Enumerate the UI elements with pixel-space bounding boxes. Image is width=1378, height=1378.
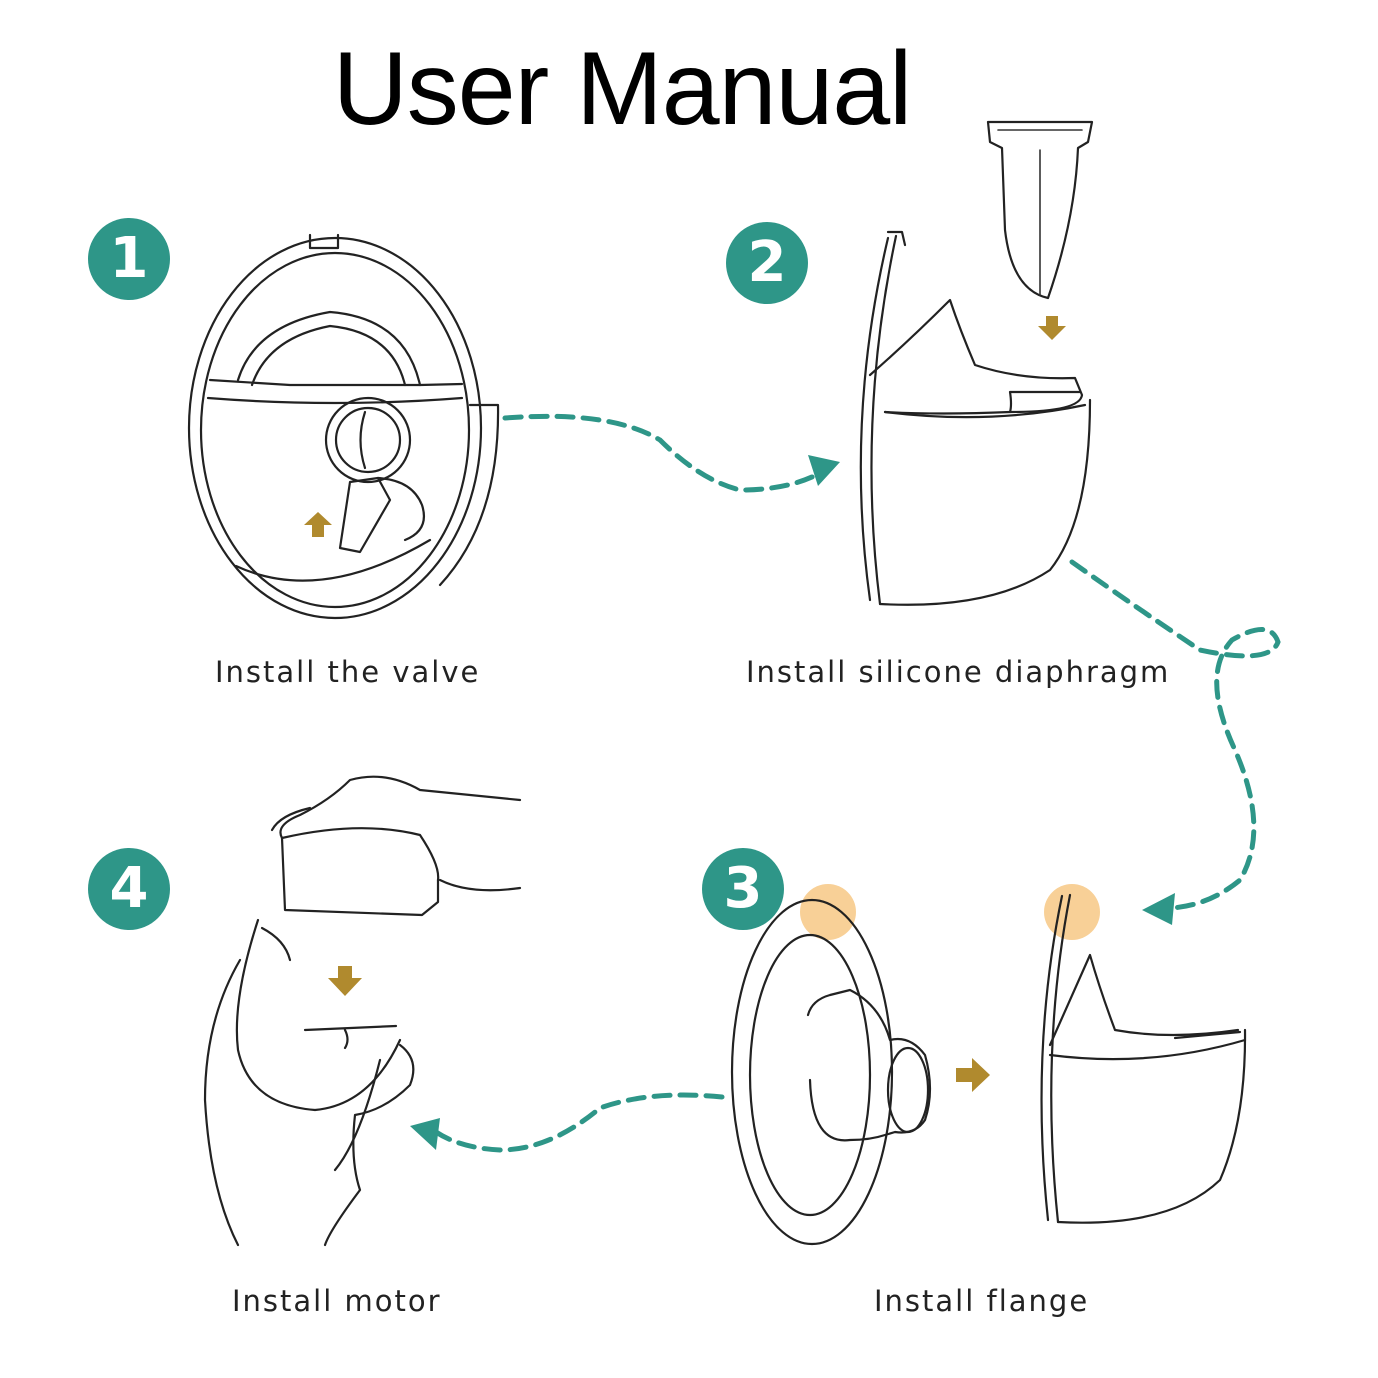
step3-caption: Install flange [874,1284,1090,1318]
step4-motor-drawing [203,775,522,1247]
step1-caption: Install the valve [215,655,481,689]
step3-flange-drawing [730,884,1247,1246]
flow-arrow-2-to-3 [1069,559,1281,911]
step2-caption: Install silicone diaphragm [746,655,1171,689]
arrowhead-3-to-4 [410,1118,440,1150]
step2-number-badge: 2 [726,222,808,304]
step4-number-badge: 4 [88,848,170,930]
step1-number-badge: 1 [88,218,170,300]
arrowhead-1-to-2 [808,455,840,486]
flow-arrows [410,413,1281,1153]
flow-arrow-1-to-2 [502,413,825,493]
page-title: User Manual [332,31,913,147]
step2-cup-drawing [859,120,1094,606]
step3-number-badge: 3 [702,848,784,930]
flow-arrow-3-to-4 [433,1092,725,1153]
step1-cup-drawing [187,233,500,620]
arrowhead-2-to-3 [1142,893,1175,925]
step4-caption: Install motor [232,1284,442,1318]
